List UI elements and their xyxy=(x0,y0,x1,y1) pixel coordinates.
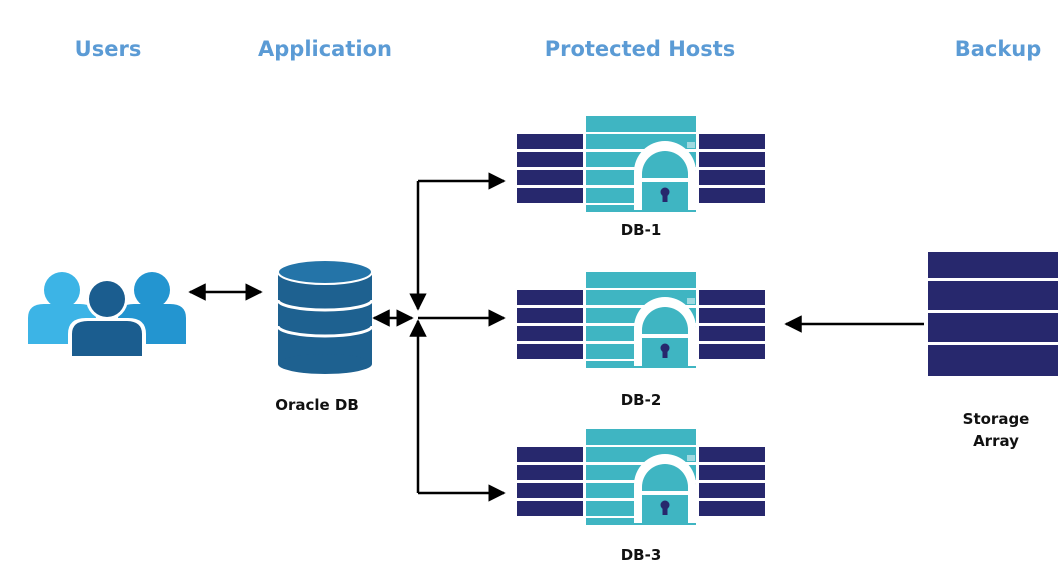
header-protected-hosts: Protected Hosts xyxy=(545,37,736,61)
header-backup: Backup xyxy=(955,37,1042,61)
header-users: Users xyxy=(75,37,142,61)
protected-server-lock-icon xyxy=(517,429,765,525)
db2-label: DB-2 xyxy=(621,391,662,409)
storage-array-label-line2: Array xyxy=(973,432,1019,450)
storage-array-label-line1: Storage xyxy=(963,410,1030,428)
protected-server-lock-icon xyxy=(517,272,765,368)
header-application: Application xyxy=(258,37,392,61)
protected-server-lock-icon xyxy=(517,116,765,212)
db3-label: DB-3 xyxy=(621,546,662,564)
storage-array-icon xyxy=(928,252,1058,376)
db1-label: DB-1 xyxy=(621,221,662,239)
oracle-db-label: Oracle DB xyxy=(275,396,359,414)
distribution-connectors xyxy=(409,172,506,502)
database-icon xyxy=(276,259,374,374)
users-group-icon xyxy=(28,272,186,358)
